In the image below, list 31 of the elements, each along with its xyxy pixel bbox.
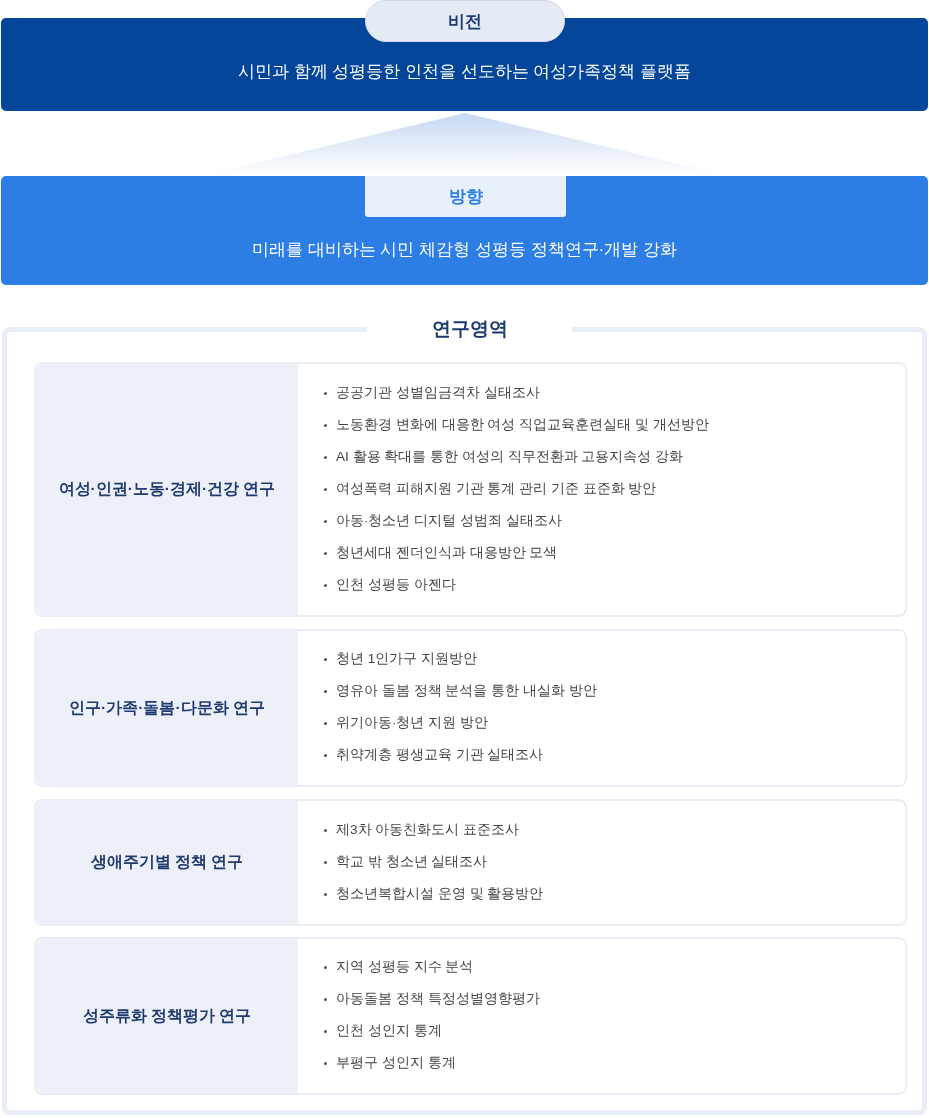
bullet-item: 노동환경 변화에 대응한 여성 직업교육훈련실태 및 개선방안: [324, 415, 709, 434]
statement-box: [1, 176, 928, 285]
bullet-item: 아동돌봄 정책 특정성별영향평가: [324, 990, 540, 1008]
bullet-item: 부평구 성인지 통계: [324, 1054, 456, 1072]
heading-pill: 비전: [365, 0, 565, 42]
row-heading: 여성·인권·노동·경제·건강 연구: [36, 364, 298, 615]
bullet-item: 지역 성평등 지수 분석: [324, 958, 474, 976]
bullet-item: 위기아동·청년 지원 방안: [324, 714, 488, 732]
bullet-item: 청년 1인가구 지원방안: [324, 650, 477, 668]
research-row: [34, 799, 907, 926]
bullet-item: 제3차 아동친화도시 표준조사: [324, 820, 519, 839]
bullet-item: 영유아 돌봄 정책 분석을 통한 내실화 방안: [324, 682, 597, 700]
bullet-item: 청년세대 젠더인식과 대응방안 모색: [324, 543, 558, 562]
row-heading: 생애주기별 정책 연구: [36, 801, 298, 924]
bullet-item: 인천 성평등 아젠다: [324, 575, 456, 594]
row-heading: 인구·가족·돌봄·다문화 연구: [36, 631, 298, 785]
bullet-item: 공공기관 성별임금격차 실태조사: [324, 383, 540, 402]
heading-tab: 방향: [365, 176, 566, 217]
research-row: [34, 937, 907, 1095]
research-row: [34, 629, 907, 787]
statement-text: 시민과 함께 성평등한 인천을 선도하는 여성가족정책 플랫폼: [236, 61, 693, 83]
bullet-item: 청소년복합시설 운영 및 활용방안: [324, 884, 544, 903]
bullet-item: AI 활용 확대를 통한 여성의 직무전환과 고용지속성 강화: [324, 447, 683, 466]
row-heading: 성주류화 정책평가 연구: [36, 939, 298, 1093]
statement-text: 미래를 대비하는 시민 체감형 성평등 정책연구·개발 강화: [251, 239, 678, 261]
bullet-item: 인천 성인지 통계: [324, 1022, 442, 1040]
research-row: [34, 362, 907, 617]
bullet-item: 아동·청소년 디지털 성범죄 실태조사: [324, 511, 562, 530]
bullet-item: 취약계층 평생교육 기관 실태조사: [324, 746, 544, 764]
bullet-item: 학교 밖 청소년 실태조사: [324, 852, 488, 871]
bullet-item: 여성폭력 피해지원 기관 통계 관리 기준 표준화 방안: [324, 479, 657, 498]
